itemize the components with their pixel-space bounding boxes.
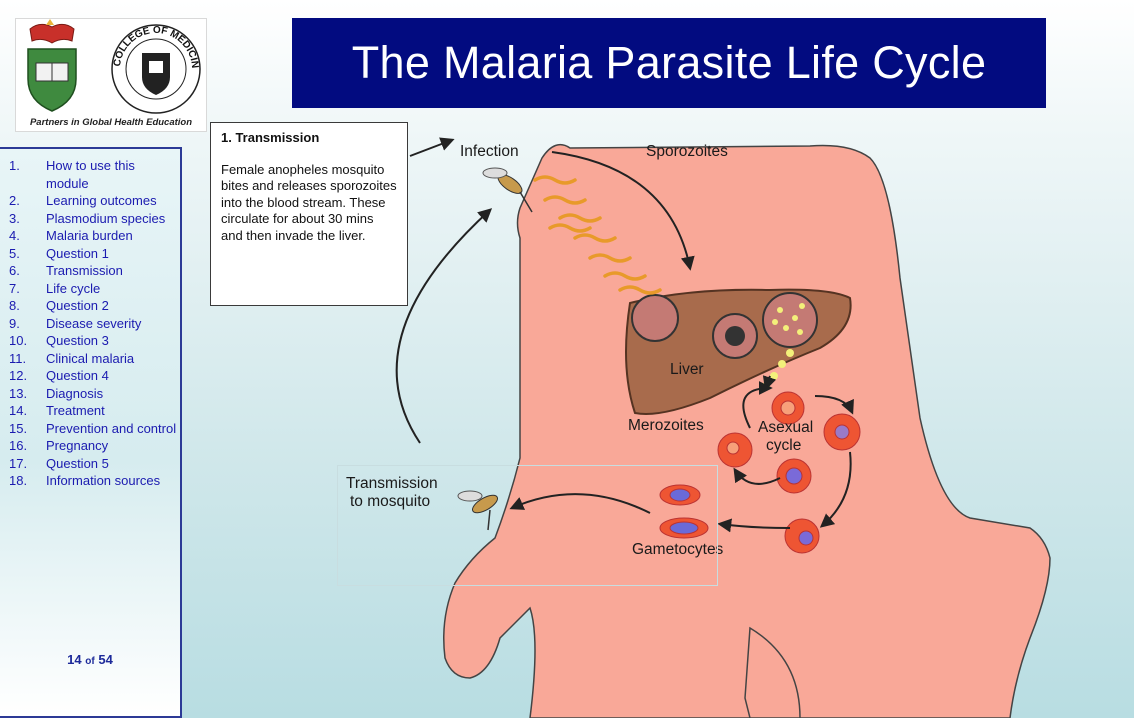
university-logo-icon: COLLEGE OF MEDICINE · UNIVERSITY OF IBAD… [12,11,201,114]
sidebar-item-question-3[interactable]: 10.Question 3 [9,333,109,348]
sidebar-item-how-to-use[interactable]: 1.How to use this module [9,158,135,191]
sidebar-item-question-1[interactable]: 5.Question 1 [9,245,109,261]
sidebar-item-pregnancy[interactable]: 16.Pregnancy [9,438,109,453]
label-to-mosquito: to mosquito [350,493,430,510]
page-current: 14 [67,652,82,667]
page-counter: 14 of 54 [0,652,180,667]
page-total: 54 [98,652,113,667]
info-callout: 1. Transmission Female anopheles mosquit… [210,122,408,306]
label-transmission: Transmission [346,475,438,492]
sidebar-item-information-sources[interactable]: 18.Information sources [9,473,161,488]
mosquito-icon [457,490,498,531]
sidebar-item-clinical-malaria[interactable]: 11.Clinical malaria [9,350,135,366]
logo: COLLEGE OF MEDICINE · UNIVERSITY OF IBAD… [12,11,207,132]
sidebar-item-prevention-control[interactable]: 15.Prevention and control [9,420,177,436]
title-bar: The Malaria Parasite Life Cycle [292,18,1046,108]
partners-caption: Partners in Global Health Education [29,117,193,128]
sidebar-item-life-cycle[interactable]: 7.Life cycle [9,280,101,296]
sidebar-item-learning-outcomes[interactable]: 2.Learning outcomes [9,193,157,208]
sidebar-item-transmission[interactable]: 6.Transmission [9,263,123,278]
label-gametocytes: Gametocytes [632,541,724,558]
transmission-highlight-box [337,465,718,586]
sidebar-item-treatment[interactable]: 14.Treatment [9,403,105,418]
label-cycle: cycle [766,437,801,454]
info-body: Female anopheles mosquito bites and rele… [221,161,397,243]
label-infection: Infection [460,143,519,160]
mosquito-icon [482,167,533,213]
life-cycle-diagram: Infection Sporozoites Liver Merozoites A… [346,137,1051,718]
sidebar-item-question-2[interactable]: 8.Question 2 [9,298,109,313]
label-liver: Liver [670,361,704,378]
body-silhouette [443,143,1051,718]
sidebar-nav: 1.How to use this module 2.Learning outc… [0,147,182,718]
sidebar-item-plasmodium-species[interactable]: 3.Plasmodium species [9,210,166,226]
sidebar-item-disease-severity[interactable]: 9.Disease severity [9,315,142,331]
sidebar-item-question-5[interactable]: 17.Question 5 [9,455,109,471]
page-of: of [85,656,95,667]
sidebar-item-diagnosis[interactable]: 13.Diagnosis [9,385,104,401]
sidebar-item-malaria-burden[interactable]: 4.Malaria burden [9,228,133,243]
info-heading: 1. Transmission [221,130,320,145]
label-merozoites: Merozoites [628,417,704,434]
label-sporozoites: Sporozoites [646,143,728,160]
label-asexual: Asexual [758,419,813,436]
sidebar-item-question-4[interactable]: 12.Question 4 [9,368,109,383]
page-title: The Malaria Parasite Life Cycle [351,37,987,88]
